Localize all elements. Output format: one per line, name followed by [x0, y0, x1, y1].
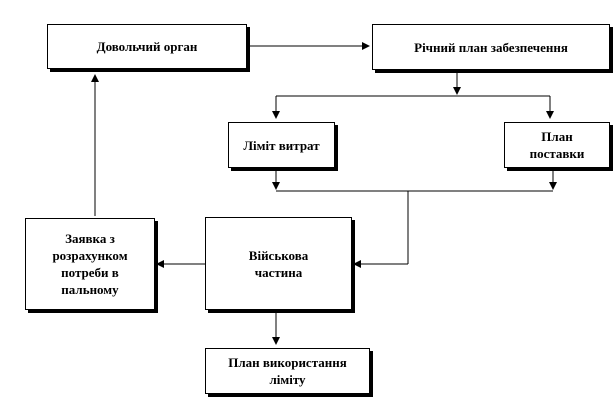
node-usage-plan: План використання ліміту [205, 348, 370, 394]
node-request: Заявка з розрахунком потреби в пальному [25, 218, 155, 310]
node-supply-plan: План поставки [504, 122, 610, 168]
node-military-unit: Військова частина [205, 217, 352, 310]
node-cost-limit: Ліміт витрат [228, 122, 335, 168]
node-authority: Довольчий орган [47, 24, 247, 69]
node-annual-plan: Річний план забезпечення [372, 24, 610, 70]
